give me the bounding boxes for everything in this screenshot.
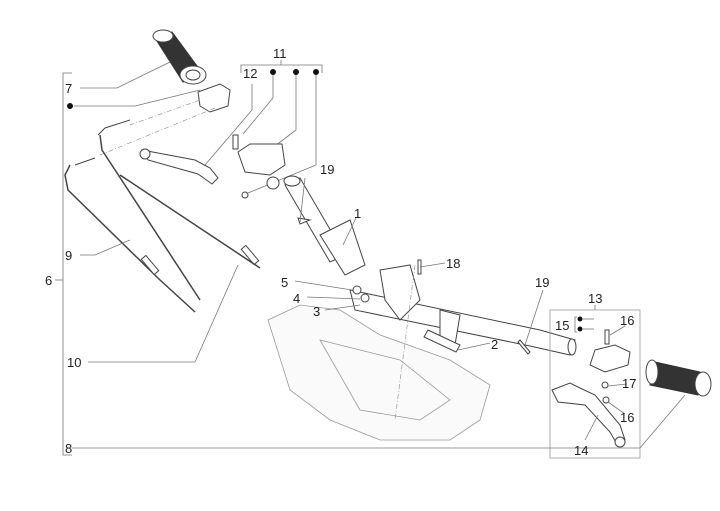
- part-label-3: 3: [313, 304, 320, 319]
- part-label-6: 6: [45, 273, 52, 288]
- bracket-6: [62, 72, 72, 456]
- leader-line: [74, 89, 201, 107]
- part-label-12: 12: [243, 66, 257, 81]
- part-label-9: 9: [65, 248, 72, 263]
- part-label-7: 7: [65, 81, 72, 96]
- part-label-11: 11: [273, 46, 287, 61]
- left-lever: [140, 149, 219, 185]
- right-grip: [645, 359, 712, 397]
- cables: [64, 119, 261, 313]
- bolt: [423, 329, 461, 353]
- part-label-1: 1: [354, 206, 361, 221]
- part-label-5: 5: [281, 275, 288, 290]
- part-label-18: 18: [446, 256, 460, 271]
- part-label-4: 4: [293, 291, 300, 306]
- part-label-14: 14: [574, 443, 588, 458]
- part-label-8: 8: [65, 441, 72, 456]
- part-label-16: 16: [620, 313, 634, 328]
- part-label-19: 19: [535, 275, 549, 290]
- part-label-17: 17: [622, 376, 636, 391]
- bullet-marker: [67, 103, 73, 109]
- part-label-13: 13: [588, 291, 602, 306]
- master-cylinder: [237, 143, 286, 176]
- part-label-16: 16: [620, 410, 634, 425]
- part-label-10: 10: [67, 355, 81, 370]
- left-grip: [152, 29, 207, 85]
- part-label-15: 15: [555, 318, 569, 333]
- part-label-2: 2: [491, 337, 498, 352]
- right-lever-assembly: [551, 329, 631, 448]
- switch-housing: [197, 83, 231, 113]
- handlebar: [283, 175, 577, 356]
- part-label-19: 19: [320, 162, 334, 177]
